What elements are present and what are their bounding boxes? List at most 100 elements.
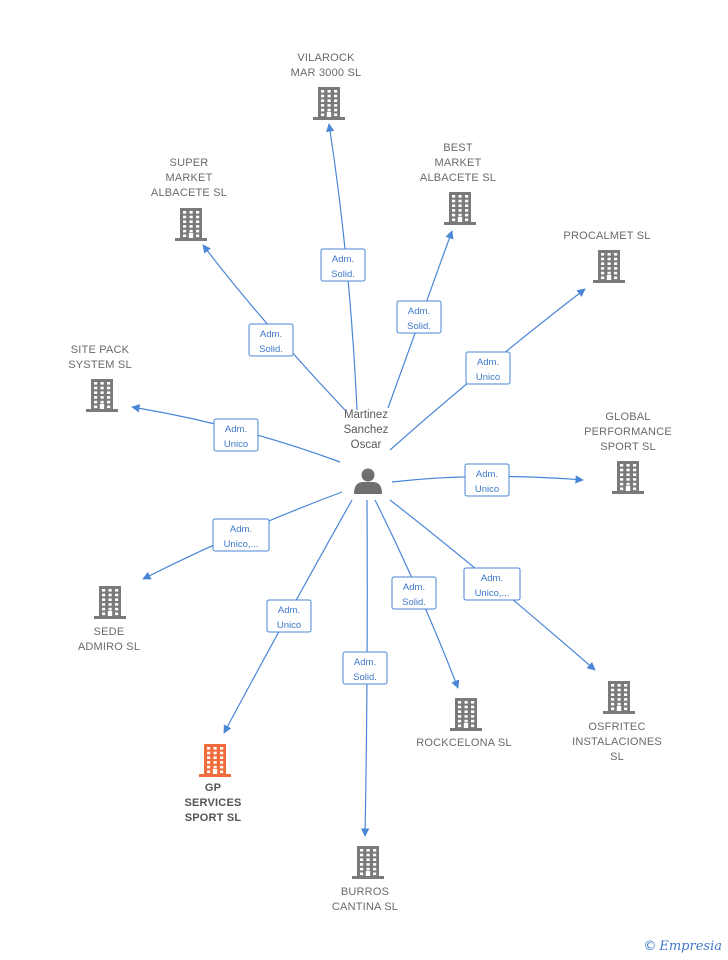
- company-name: ROCKCELONA SL: [416, 737, 512, 749]
- brand-name: Empresia: [659, 939, 722, 954]
- edge-label-text: Solid.: [259, 344, 283, 355]
- company-name: PERFORMANCE: [584, 426, 672, 438]
- edge-label-text: Adm.: [332, 254, 354, 265]
- edge-label-text: Solid.: [331, 269, 355, 280]
- person-icon: [354, 468, 382, 494]
- edge-label-text: Solid.: [407, 321, 431, 332]
- edge-label-text: Adm.: [408, 306, 430, 317]
- building-icon: [352, 846, 384, 879]
- building-icon: [86, 379, 118, 412]
- edge-label-global-performance[interactable]: Adm. Unico: [464, 463, 510, 497]
- edge-label-box[interactable]: [463, 567, 521, 601]
- nodes-layer: VILAROCK MAR 3000 SL BEST MARKET ALBACETE SL…: [68, 52, 672, 913]
- edge-label-burros-cantina[interactable]: Adm. Solid.: [342, 651, 388, 685]
- edge-label-sede-admiro[interactable]: Adm. Unico,...: [212, 518, 270, 552]
- edge-label-text: Adm.: [476, 469, 498, 480]
- company-name: GP: [205, 782, 221, 794]
- company-name: MAR 3000 SL: [291, 67, 362, 79]
- company-name: MARKET: [165, 172, 212, 184]
- company-name: SERVICES: [184, 797, 241, 809]
- edge-label-text: Adm.: [477, 357, 499, 368]
- company-name: SUPER: [170, 157, 209, 169]
- edge-label-text: Adm.: [354, 657, 376, 668]
- company-node-gp-services[interactable]: GP SERVICES SPORT SL: [184, 744, 241, 824]
- edge-label-site-pack[interactable]: Adm.Unico: [213, 418, 259, 452]
- building-icon: [612, 461, 644, 494]
- company-name: MARKET: [434, 157, 481, 169]
- copyright-icon: ©: [643, 939, 657, 954]
- company-node-sede-admiro[interactable]: SEDE ADMIRO SL: [78, 586, 140, 653]
- building-icon: [450, 698, 482, 731]
- edge-label-osfritec[interactable]: Adm.Unico,...: [463, 567, 521, 601]
- edge-label-text: Adm.: [230, 524, 252, 535]
- building-icon: [313, 87, 345, 120]
- edge-label-box[interactable]: [320, 248, 366, 282]
- company-node-vilarock[interactable]: VILAROCK MAR 3000 SL: [291, 52, 362, 120]
- company-name: OSFRITEC: [588, 721, 645, 733]
- edge-label-box[interactable]: [342, 651, 388, 685]
- company-node-site-pack[interactable]: SITE PACK SYSTEM SL: [68, 344, 132, 412]
- edge-label-box[interactable]: [213, 418, 259, 452]
- company-name: SYSTEM SL: [68, 359, 132, 371]
- edge-label-box[interactable]: [248, 323, 294, 357]
- person-name: Sanchez: [344, 424, 389, 436]
- company-name: PROCALMET SL: [563, 230, 650, 242]
- person-name: Oscar: [351, 439, 382, 451]
- edge-label-box[interactable]: [465, 351, 511, 385]
- edge-label-box[interactable]: [266, 599, 312, 633]
- edge-labels-layer: Adm.Solid.Adm.Solid.Adm.Solid.Adm.UnicoA…: [212, 248, 521, 685]
- company-name: VILAROCK: [297, 52, 355, 64]
- edge-label-best-market[interactable]: Adm. Solid.: [396, 300, 442, 334]
- edge-label-procalmet[interactable]: Adm. Unico: [465, 351, 511, 385]
- company-name: SITE PACK: [71, 344, 130, 356]
- company-name: GLOBAL: [605, 411, 650, 423]
- building-icon: [175, 208, 207, 241]
- company-name: SPORT SL: [600, 441, 656, 453]
- edge-label-box[interactable]: [464, 463, 510, 497]
- company-name: BEST: [443, 142, 473, 154]
- company-name: ADMIRO SL: [78, 641, 140, 653]
- building-icon: [94, 586, 126, 619]
- company-node-global-performance[interactable]: GLOBAL PERFORMANCE SPORT SL: [584, 411, 672, 494]
- edge-label-vilarock[interactable]: Adm. Solid.: [320, 248, 366, 282]
- edge-label-text: Adm.: [481, 573, 503, 584]
- edge-label-text: Unico: [475, 484, 499, 495]
- company-name: SPORT SL: [185, 812, 242, 824]
- edge-label-box[interactable]: [391, 576, 437, 610]
- building-icon: [593, 250, 625, 283]
- building-icon: [444, 192, 476, 225]
- edge-label-text: Unico,...: [224, 539, 259, 550]
- brand-watermark: ©Empresia: [643, 939, 722, 954]
- company-name: BURROS: [341, 886, 389, 898]
- building-icon: [603, 681, 635, 714]
- edge-label-text: Solid.: [402, 597, 426, 608]
- building-icon: [199, 744, 231, 777]
- company-name: SL: [610, 751, 624, 763]
- company-name: ALBACETE SL: [420, 172, 496, 184]
- company-name: CANTINA SL: [332, 901, 398, 913]
- edge-label-box[interactable]: [396, 300, 442, 334]
- person-name: Martinez: [344, 409, 388, 421]
- edge-label-gp-services[interactable]: Adm. Unico: [266, 599, 312, 633]
- edge-label-rockcelona[interactable]: Adm. Solid.: [391, 576, 437, 610]
- edge-label-text: Unico: [277, 620, 301, 631]
- company-node-procalmet[interactable]: PROCALMET SL: [563, 230, 650, 283]
- company-node-super-market[interactable]: SUPER MARKET ALBACETE SL: [151, 157, 227, 241]
- edge-label-box[interactable]: [212, 518, 270, 552]
- company-node-rockcelona[interactable]: ROCKCELONA SL: [416, 698, 512, 749]
- edge-label-text: Adm.: [260, 329, 282, 340]
- edge-label-text: Adm.: [225, 424, 247, 435]
- edge-label-text: Adm.: [278, 605, 300, 616]
- edge-label-text: Solid.: [353, 672, 377, 683]
- company-node-burros-cantina[interactable]: BURROS CANTINA SL: [332, 846, 398, 913]
- edge-label-text: Unico: [476, 372, 500, 383]
- company-node-osfritec[interactable]: OSFRITEC INSTALACIONES SL: [572, 681, 662, 763]
- company-name: INSTALACIONES: [572, 736, 662, 748]
- company-name: ALBACETE SL: [151, 187, 227, 199]
- company-node-best-market[interactable]: BEST MARKET ALBACETE SL: [420, 142, 496, 225]
- company-name: SEDE: [94, 626, 125, 638]
- edge-label-text: Adm.: [403, 582, 425, 593]
- edge-label-super-market[interactable]: Adm. Solid.: [248, 323, 294, 357]
